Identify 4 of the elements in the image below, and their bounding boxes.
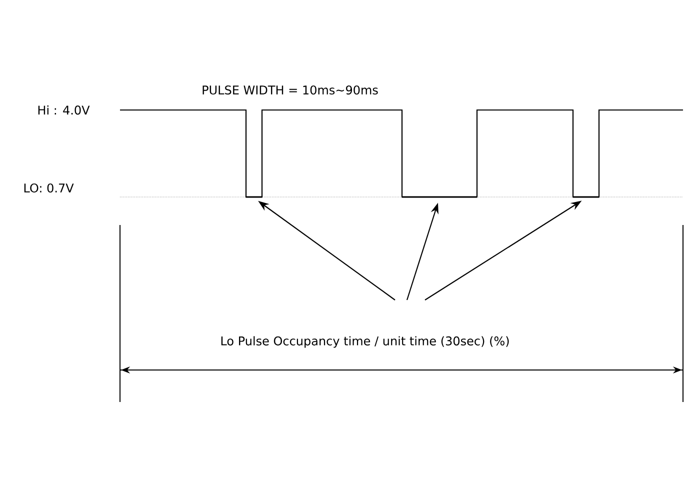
annotation-text: Lo Pulse Occupancy time / unit time (30sec) (%): [221, 336, 509, 348]
label-text: Hi : 4.0V: [38, 105, 90, 115]
label-text: PULSE WIDTH = 10ms~90ms: [202, 85, 378, 95]
label-text: LO: 0.7V: [24, 183, 74, 193]
